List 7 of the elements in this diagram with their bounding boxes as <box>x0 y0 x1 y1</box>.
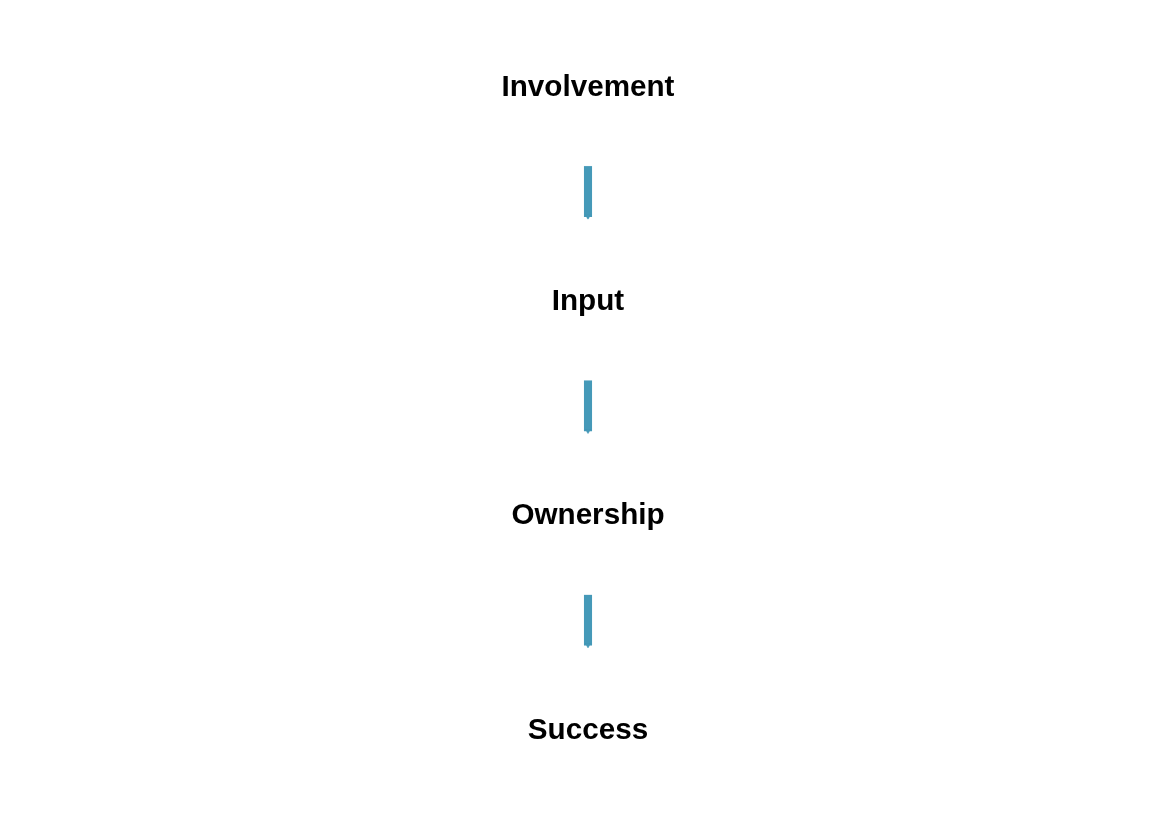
arrow <box>583 165 593 220</box>
arrow <box>583 380 593 435</box>
node-text: Success <box>527 711 649 745</box>
node-text: Input <box>551 283 625 317</box>
node-text: Ownership <box>511 497 665 531</box>
arrow <box>583 594 593 649</box>
node-text: Involvement <box>501 68 675 102</box>
